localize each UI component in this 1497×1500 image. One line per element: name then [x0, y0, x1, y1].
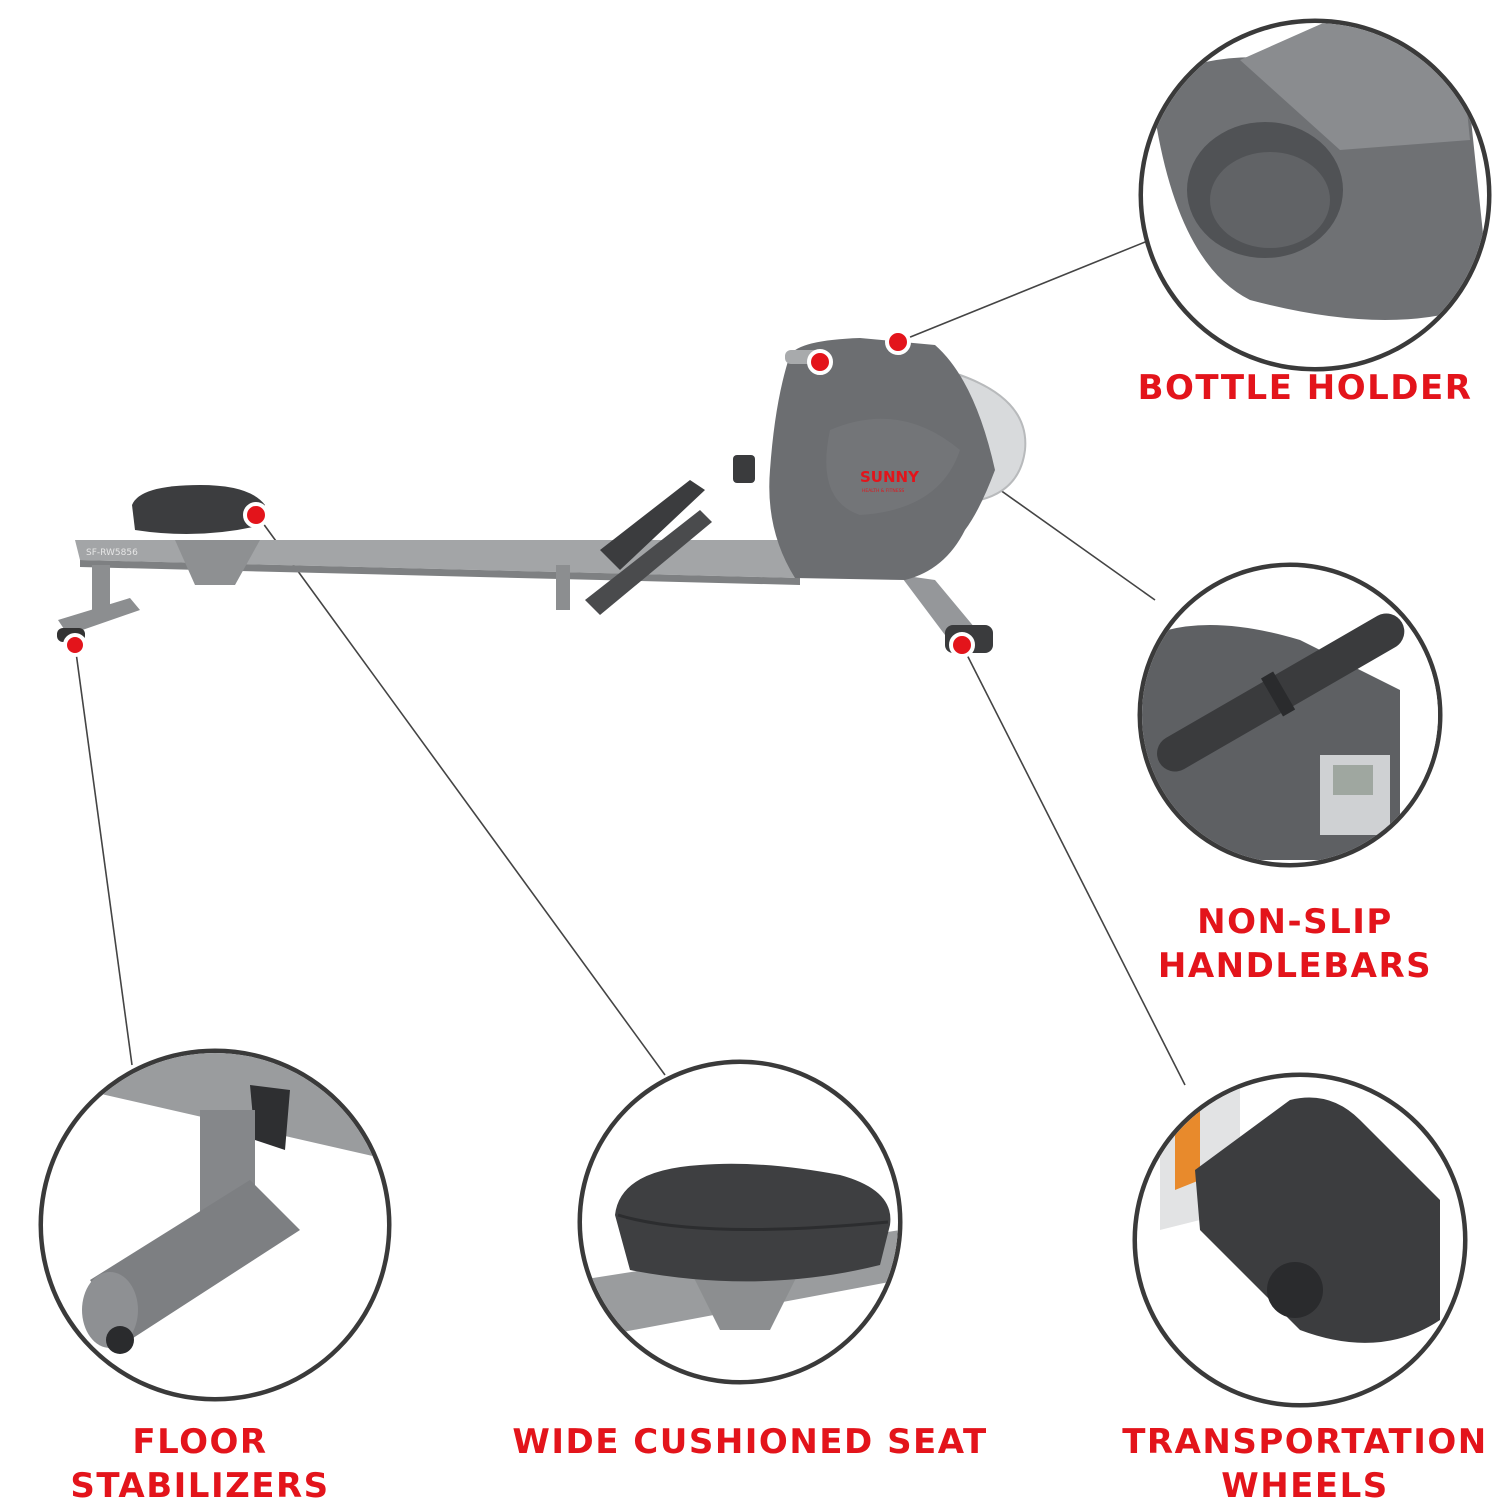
feature-label-seat: WIDE CUSHIONED SEAT: [512, 1422, 988, 1462]
hotspot-floor-stabilizers[interactable]: [63, 633, 87, 657]
detail-seat: [577, 1059, 903, 1385]
detail-bottle-holder: [1138, 18, 1492, 372]
hotspot-handlebars[interactable]: [807, 349, 833, 375]
resistance-knob: [733, 455, 755, 483]
detail-transportation-wheels: [1132, 1072, 1468, 1408]
brand-logo: SUNNY: [860, 468, 920, 486]
feature-label-handlebars: NON-SLIP HANDLEBARS: [1130, 900, 1460, 988]
label-line: TRANSPORTATION: [1122, 1422, 1488, 1462]
rowing-machine: SUNNY HEALTH & FITNESS SF-RW5856: [57, 338, 1027, 655]
leader-line-bottle-holder: [897, 239, 1151, 343]
handlebar-grip: [1157, 613, 1405, 772]
brand-subtitle: HEALTH & FITNESS: [862, 488, 904, 494]
cushioned-seat: [615, 1163, 891, 1282]
label-line: WHEELS: [1221, 1466, 1389, 1500]
footrest: [600, 480, 705, 570]
feature-label-wheels: TRANSPORTATION WHEELS: [1110, 1420, 1497, 1500]
label-line: HANDLEBARS: [1157, 946, 1433, 986]
model-number: SF-RW5856: [86, 548, 138, 558]
wheel: [1267, 1262, 1323, 1318]
hotspot-wheels[interactable]: [949, 632, 975, 658]
hotspot-bottle-holder[interactable]: [885, 329, 911, 355]
leader-line-seat: [256, 514, 666, 1076]
wheel-housing: [1195, 1097, 1440, 1343]
leader-line-wheels: [961, 644, 1186, 1086]
detail-floor-stabilizers: [38, 1048, 392, 1402]
feature-label-floor-stabilizers: FLOOR STABILIZERS: [70, 1422, 330, 1500]
detail-handlebars: [1137, 562, 1443, 868]
feature-label-bottle-holder: BOTTLE HOLDER: [1137, 368, 1473, 408]
leader-line-floor-stabilizers: [74, 644, 133, 1066]
label-line: NON-SLIP: [1197, 902, 1393, 942]
rear-stabilizer: [58, 598, 140, 635]
hotspot-seat[interactable]: [243, 502, 269, 528]
seat: [132, 485, 265, 534]
